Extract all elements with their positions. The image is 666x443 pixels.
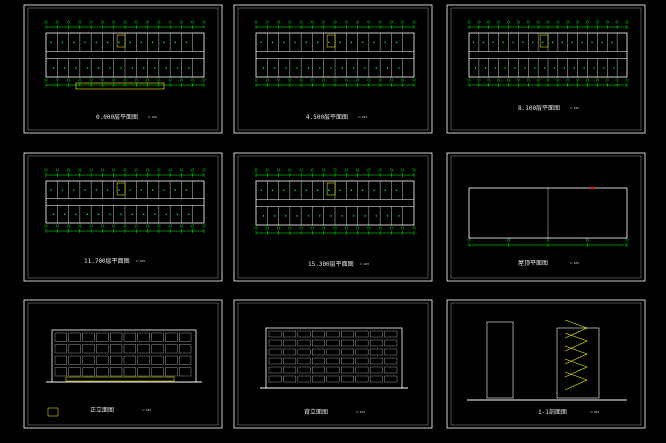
drawing-caption-2: 4.500层平面图 <box>306 114 349 121</box>
drawing-scale-3: 1:100 <box>570 106 580 110</box>
drawing-scale-7: 1:100 <box>142 408 152 412</box>
drawing-caption-6: 屋顶平面图 <box>518 260 549 267</box>
drawing-panel-7[interactable] <box>23 299 223 429</box>
drawing-panel-9[interactable] <box>446 299 646 429</box>
drawing-caption-7: 正立面图 <box>90 407 115 414</box>
drawing-panel-6[interactable] <box>446 152 646 282</box>
drawing-scale-8: 1:100 <box>356 410 366 414</box>
drawing-scale-2: 1:100 <box>358 115 368 119</box>
drawing-scale-5: 1:100 <box>360 262 370 266</box>
drawing-scale-6: 1:100 <box>570 261 580 265</box>
drawing-panel-5[interactable] <box>233 152 433 282</box>
drawing-scale-9: 1:100 <box>590 410 600 414</box>
drawing-caption-5: 15.300层平面图 <box>308 261 354 268</box>
drawing-caption-3: 8.100层平面图 <box>518 105 561 112</box>
drawing-caption-1: 0.000层平面图 <box>96 114 139 121</box>
drawing-panel-2[interactable] <box>233 4 433 134</box>
drawing-panel-8[interactable] <box>233 299 433 429</box>
drawing-panel-3[interactable] <box>446 4 646 134</box>
drawing-caption-9: 1-1剖面图 <box>538 409 567 416</box>
drawing-caption-8: 背立面图 <box>304 409 329 416</box>
drawing-scale-1: 1:100 <box>148 115 158 119</box>
drawing-scale-4: 1:100 <box>136 259 146 263</box>
drawing-panel-4[interactable] <box>23 152 223 282</box>
drawing-caption-4: 11.700层平面图 <box>84 258 130 265</box>
drawing-panel-1[interactable] <box>23 4 223 134</box>
